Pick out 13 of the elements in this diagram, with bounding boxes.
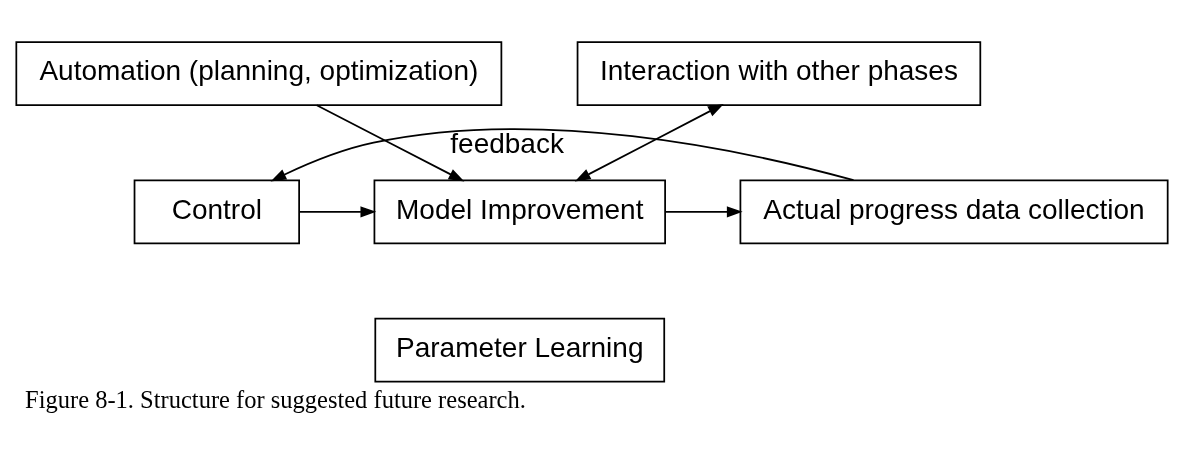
node-box: Interaction with other phases: [576, 41, 982, 106]
node-box: Automation (planning, optimization): [15, 41, 503, 106]
arrow: [574, 103, 724, 182]
caption: Figure 8-1. Structure for suggested future research.: [25, 386, 526, 414]
arrow: [298, 206, 377, 218]
edge-label: feedback: [450, 127, 564, 159]
arrow: [270, 128, 855, 182]
node-box: Control: [133, 179, 300, 245]
arrow: [664, 206, 743, 218]
node-box: Actual progress data collection: [739, 179, 1169, 245]
node-box: Model Improvement: [373, 179, 666, 245]
node-box: Parameter Learning: [374, 317, 666, 383]
arrow: [315, 104, 465, 182]
